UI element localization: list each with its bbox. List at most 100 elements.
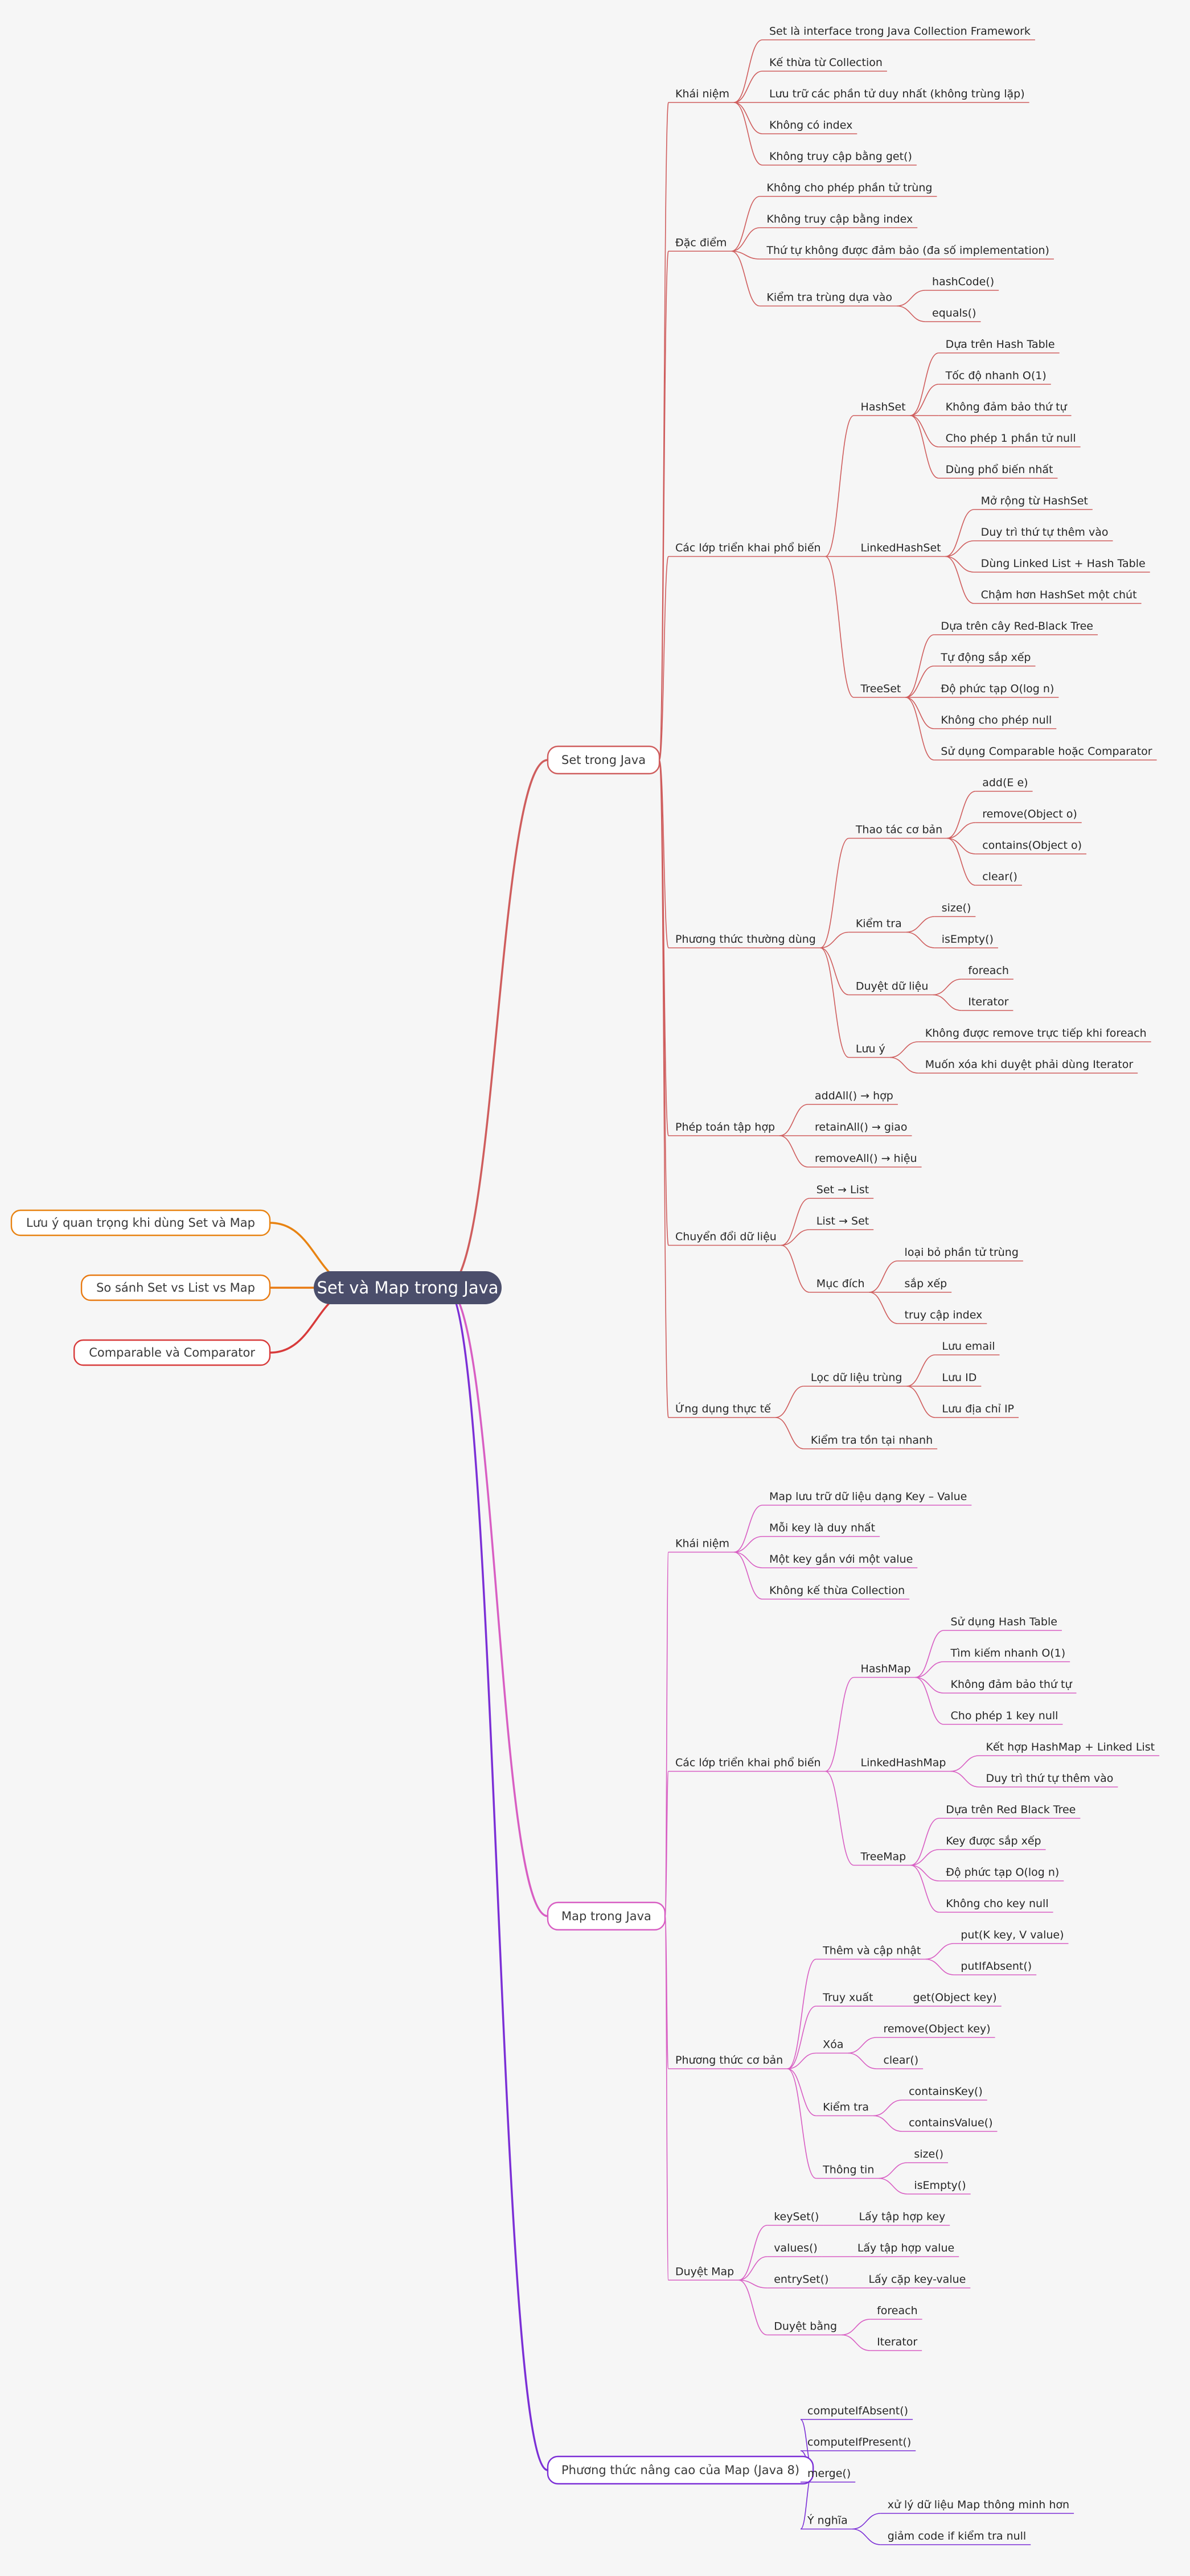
node-dua-tren-hash-table[interactable]: Dựa trên Hash Table [946,338,1055,351]
node-cac-lop-trien-khai-pho-bien[interactable]: Các lớp triển khai phổ biến [675,1757,821,1769]
node-kiem-tra-trung-dua-vao[interactable]: Kiểm tra trùng dựa vào [766,291,892,304]
node-thu-tu-khong-duoc-dam-bao-da-so-implemen[interactable]: Thứ tự không được đảm bảo (đa số impleme… [766,244,1049,257]
node-lay-cap-key-value[interactable]: Lấy cặp key-value [868,2273,966,2286]
node-khai-niem[interactable]: Khái niệm [675,88,729,100]
node-put-k-key-v-value[interactable]: put(K key, V value) [961,1929,1064,1941]
node-keyset[interactable]: keySet() [774,2211,819,2223]
node-phep-toan-tap-hop[interactable]: Phép toán tập hợp [675,1121,775,1133]
node-loc-du-lieu-trung[interactable]: Lọc dữ liệu trùng [811,1371,902,1384]
node-loai-bo-phan-tu-trung[interactable]: loại bỏ phần tử trùng [905,1246,1019,1259]
node-linkedhashmap[interactable]: LinkedHashMap [861,1757,946,1769]
node-y-nghia[interactable]: Ý nghĩa [807,2514,848,2527]
node-khong-cho-phep-null[interactable]: Không cho phép null [941,714,1052,726]
left-topic-box-so-sanh-set-vs-list-vs-map[interactable] [80,1274,271,1301]
node-khong-dam-bao-thu-tu[interactable]: Không đảm bảo thứ tự [951,1678,1073,1691]
node-xoa[interactable]: Xóa [823,2039,843,2051]
node-cac-lop-trien-khai-pho-bien[interactable]: Các lớp triển khai phổ biến [675,542,821,554]
node-duyet-du-lieu[interactable]: Duyệt dữ liệu [856,980,929,993]
node-khong-dam-bao-thu-tu[interactable]: Không đảm bảo thứ tự [946,401,1068,413]
node-get-object-key[interactable]: get(Object key) [913,1991,997,2004]
node-toc-do-nhanh-o-1[interactable]: Tốc độ nhanh O(1) [945,369,1047,382]
node-hashcode[interactable]: hashCode() [932,276,994,288]
node-duyet-bang[interactable]: Duyệt bằng [774,2320,837,2333]
node-duyet-map[interactable]: Duyệt Map [675,2265,734,2278]
node-key-duoc-sap-xep[interactable]: Key được sắp xếp [946,1834,1041,1847]
node-su-dung-hash-table[interactable]: Sử dụng Hash Table [951,1616,1057,1628]
node-size[interactable]: size() [914,2148,943,2160]
node-iterator[interactable]: Iterator [968,996,1008,1008]
node-list-set[interactable]: List → Set [816,1215,869,1227]
node-khong-duoc-remove-truc-tiep-khi-foreach[interactable]: Không được remove trực tiếp khi foreach [925,1027,1147,1040]
node-ke-thua-tu-collection[interactable]: Kế thừa từ Collection [769,56,883,69]
branch-box-phuong-thuc-nang-cao-cua-map-java-8[interactable] [547,2455,814,2485]
node-dac-diem[interactable]: Đặc điểm [675,236,727,249]
node-containskey[interactable]: containsKey() [909,2085,983,2098]
node-contains-object-o[interactable]: contains(Object o) [982,839,1082,852]
node-clear[interactable]: clear() [883,2054,918,2066]
node-kiem-tra[interactable]: Kiểm tra [823,2101,869,2114]
node-duy-tri-thu-tu-them-vao[interactable]: Duy trì thứ tự thêm vào [986,1772,1114,1785]
node-muon-xoa-khi-duyet-phai-dung-iterator[interactable]: Muốn xóa khi duyệt phải dùng Iterator [925,1058,1134,1071]
node-treeset[interactable]: TreeSet [860,683,901,695]
node-retainall-giao[interactable]: retainAll() → giao [815,1121,907,1133]
node-dua-tren-cay-red-black-tree[interactable]: Dựa trên cây Red-Black Tree [941,620,1093,632]
root-node[interactable] [314,1271,502,1304]
node-khai-niem[interactable]: Khái niệm [675,1538,729,1550]
node-merge[interactable]: merge() [807,2467,851,2480]
left-topic-box-comparable-va-comparator[interactable] [73,1339,271,1366]
node-dung-pho-bien-nhat[interactable]: Dùng phổ biến nhất [946,463,1053,476]
node-remove-object-key[interactable]: remove(Object key) [883,2023,990,2035]
node-lay-tap-hop-key[interactable]: Lấy tập hợp key [859,2211,945,2223]
node-dua-tren-red-black-tree[interactable]: Dựa trên Red Black Tree [946,1803,1076,1816]
node-cho-phep-1-phan-tu-null[interactable]: Cho phép 1 phần tử null [946,432,1076,445]
node-khong-ke-thua-collection[interactable]: Không kế thừa Collection [769,1584,905,1597]
node-lay-tap-hop-value[interactable]: Lấy tập hợp value [857,2242,954,2254]
node-remove-object-o[interactable]: remove(Object o) [982,808,1077,820]
node-putifabsent[interactable]: putIfAbsent() [961,1960,1032,1973]
node-sap-xep[interactable]: sắp xếp [905,1277,947,1290]
node-khong-truy-cap-bang-get[interactable]: Không truy cập bằng get() [769,150,912,163]
node-khong-truy-cap-bang-index[interactable]: Không truy cập bằng index [766,212,913,225]
node-iterator[interactable]: Iterator [877,2336,917,2348]
node-mot-key-gan-voi-mot-value[interactable]: Một key gắn với một value [769,1552,913,1566]
node-khong-cho-phep-phan-tu-trung[interactable]: Không cho phép phần tử trùng [766,182,932,194]
node-set-list[interactable]: Set → List [816,1184,869,1196]
node-khong-co-index[interactable]: Không có index [769,119,852,132]
node-containsvalue[interactable]: containsValue() [909,2117,992,2129]
node-kiem-tra[interactable]: Kiểm tra [856,918,902,930]
node-ung-dung-thuc-te[interactable]: Ứng dụng thực tế [675,1402,771,1415]
node-xu-ly-du-lieu-map-thong-minh-hon[interactable]: xử lý dữ liệu Map thông minh hơn [888,2499,1069,2511]
node-cho-phep-1-key-null[interactable]: Cho phép 1 key null [951,1710,1058,1722]
node-luu-y[interactable]: Lưu ý [856,1043,885,1055]
left-topic-box-luu-y-quan-trong-khi-dung-set-va-map[interactable] [10,1209,271,1236]
node-treemap[interactable]: TreeMap [860,1851,906,1863]
node-tim-kiem-nhanh-o-1[interactable]: Tìm kiếm nhanh O(1) [950,1647,1066,1659]
node-do-phuc-tap-o-log-n[interactable]: Độ phức tạp O(log n) [941,683,1054,695]
node-them-va-cap-nhat[interactable]: Thêm và cập nhật [822,1945,921,1957]
node-dung-linked-list-hash-table[interactable]: Dùng Linked List + Hash Table [981,557,1146,570]
node-truy-cap-index[interactable]: truy cập index [905,1309,983,1321]
node-clear[interactable]: clear() [982,870,1017,883]
node-isempty[interactable]: isEmpty() [914,2179,966,2192]
node-su-dung-comparable-hoac-comparator[interactable]: Sử dụng Comparable hoặc Comparator [941,745,1152,758]
node-luu-dia-chi-ip[interactable]: Lưu địa chỉ IP [942,1403,1014,1415]
node-linkedhashset[interactable]: LinkedHashSet [861,542,941,554]
node-thao-tac-co-ban[interactable]: Thao tác cơ bản [855,824,942,836]
node-truy-xuat[interactable]: Truy xuất [822,1991,873,2004]
node-hashset[interactable]: HashSet [861,401,906,413]
node-hashmap[interactable]: HashMap [861,1663,911,1675]
node-cham-hon-hashset-mot-chut[interactable]: Chậm hơn HashSet một chút [981,589,1137,601]
node-map-luu-tru-du-lieu-dang-key-value[interactable]: Map lưu trữ dữ liệu dạng Key – Value [769,1490,967,1503]
node-foreach[interactable]: foreach [877,2304,918,2317]
node-khong-cho-key-null[interactable]: Không cho key null [946,1897,1048,1910]
node-do-phuc-tap-o-log-n[interactable]: Độ phức tạp O(log n) [946,1866,1059,1879]
node-foreach[interactable]: foreach [968,964,1009,977]
node-muc-dich[interactable]: Mục đích [816,1277,865,1290]
node-mo-rong-tu-hashset[interactable]: Mở rộng từ HashSet [981,495,1088,507]
node-chuyen-doi-du-lieu[interactable]: Chuyển đổi dữ liệu [675,1231,777,1243]
node-duy-tri-thu-tu-them-vao[interactable]: Duy trì thứ tự thêm vào [981,526,1109,539]
node-tu-dong-sap-xep[interactable]: Tự động sắp xếp [940,651,1031,664]
node-values[interactable]: values() [774,2242,818,2254]
node-kiem-tra-ton-tai-nhanh[interactable]: Kiểm tra tồn tại nhanh [811,1434,933,1447]
node-luu-tru-cac-phan-tu-duy-nhat-khong-trung[interactable]: Lưu trữ các phần tử duy nhất (không trùn… [769,88,1025,100]
